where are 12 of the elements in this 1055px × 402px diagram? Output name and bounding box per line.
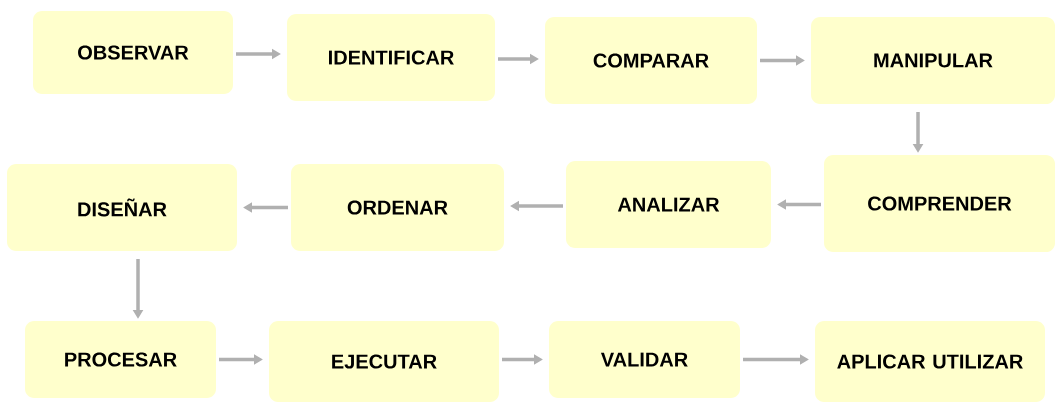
- process-box: MANIPULAR: [811, 17, 1055, 104]
- process-box: EJECUTAR: [269, 321, 499, 402]
- process-box: OBSERVAR: [33, 11, 233, 94]
- process-box: ORDENAR: [291, 164, 504, 251]
- process-box: ANALIZAR: [566, 161, 771, 248]
- process-box: DISEÑAR: [7, 164, 237, 251]
- process-box: COMPRENDER: [824, 155, 1055, 252]
- process-box: VALIDAR: [549, 321, 740, 398]
- process-box: PROCESAR: [25, 321, 216, 398]
- process-box: APLICAR UTILIZAR: [815, 321, 1045, 402]
- process-box: COMPARAR: [545, 17, 757, 104]
- process-box: IDENTIFICAR: [287, 14, 495, 101]
